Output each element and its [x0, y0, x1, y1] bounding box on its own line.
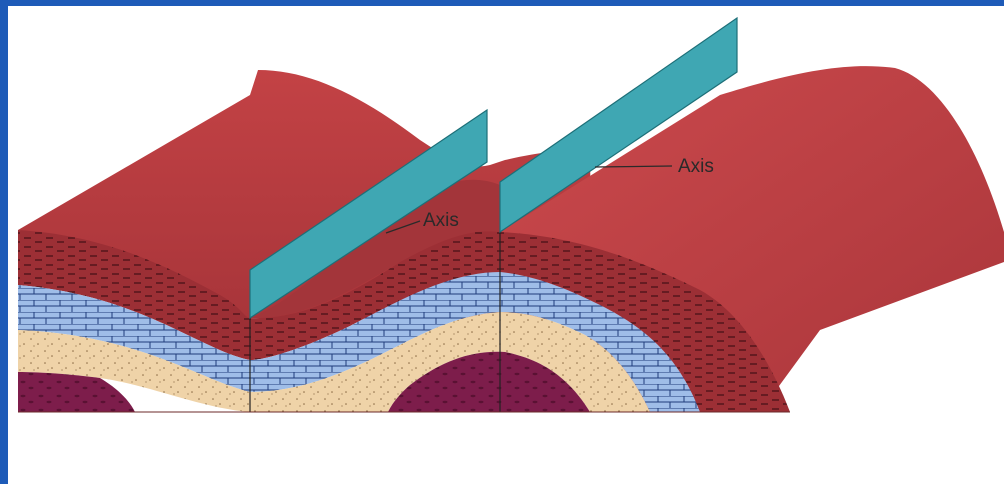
- axis-label-right: Axis: [678, 156, 714, 177]
- axis-label-left: Axis: [423, 210, 459, 231]
